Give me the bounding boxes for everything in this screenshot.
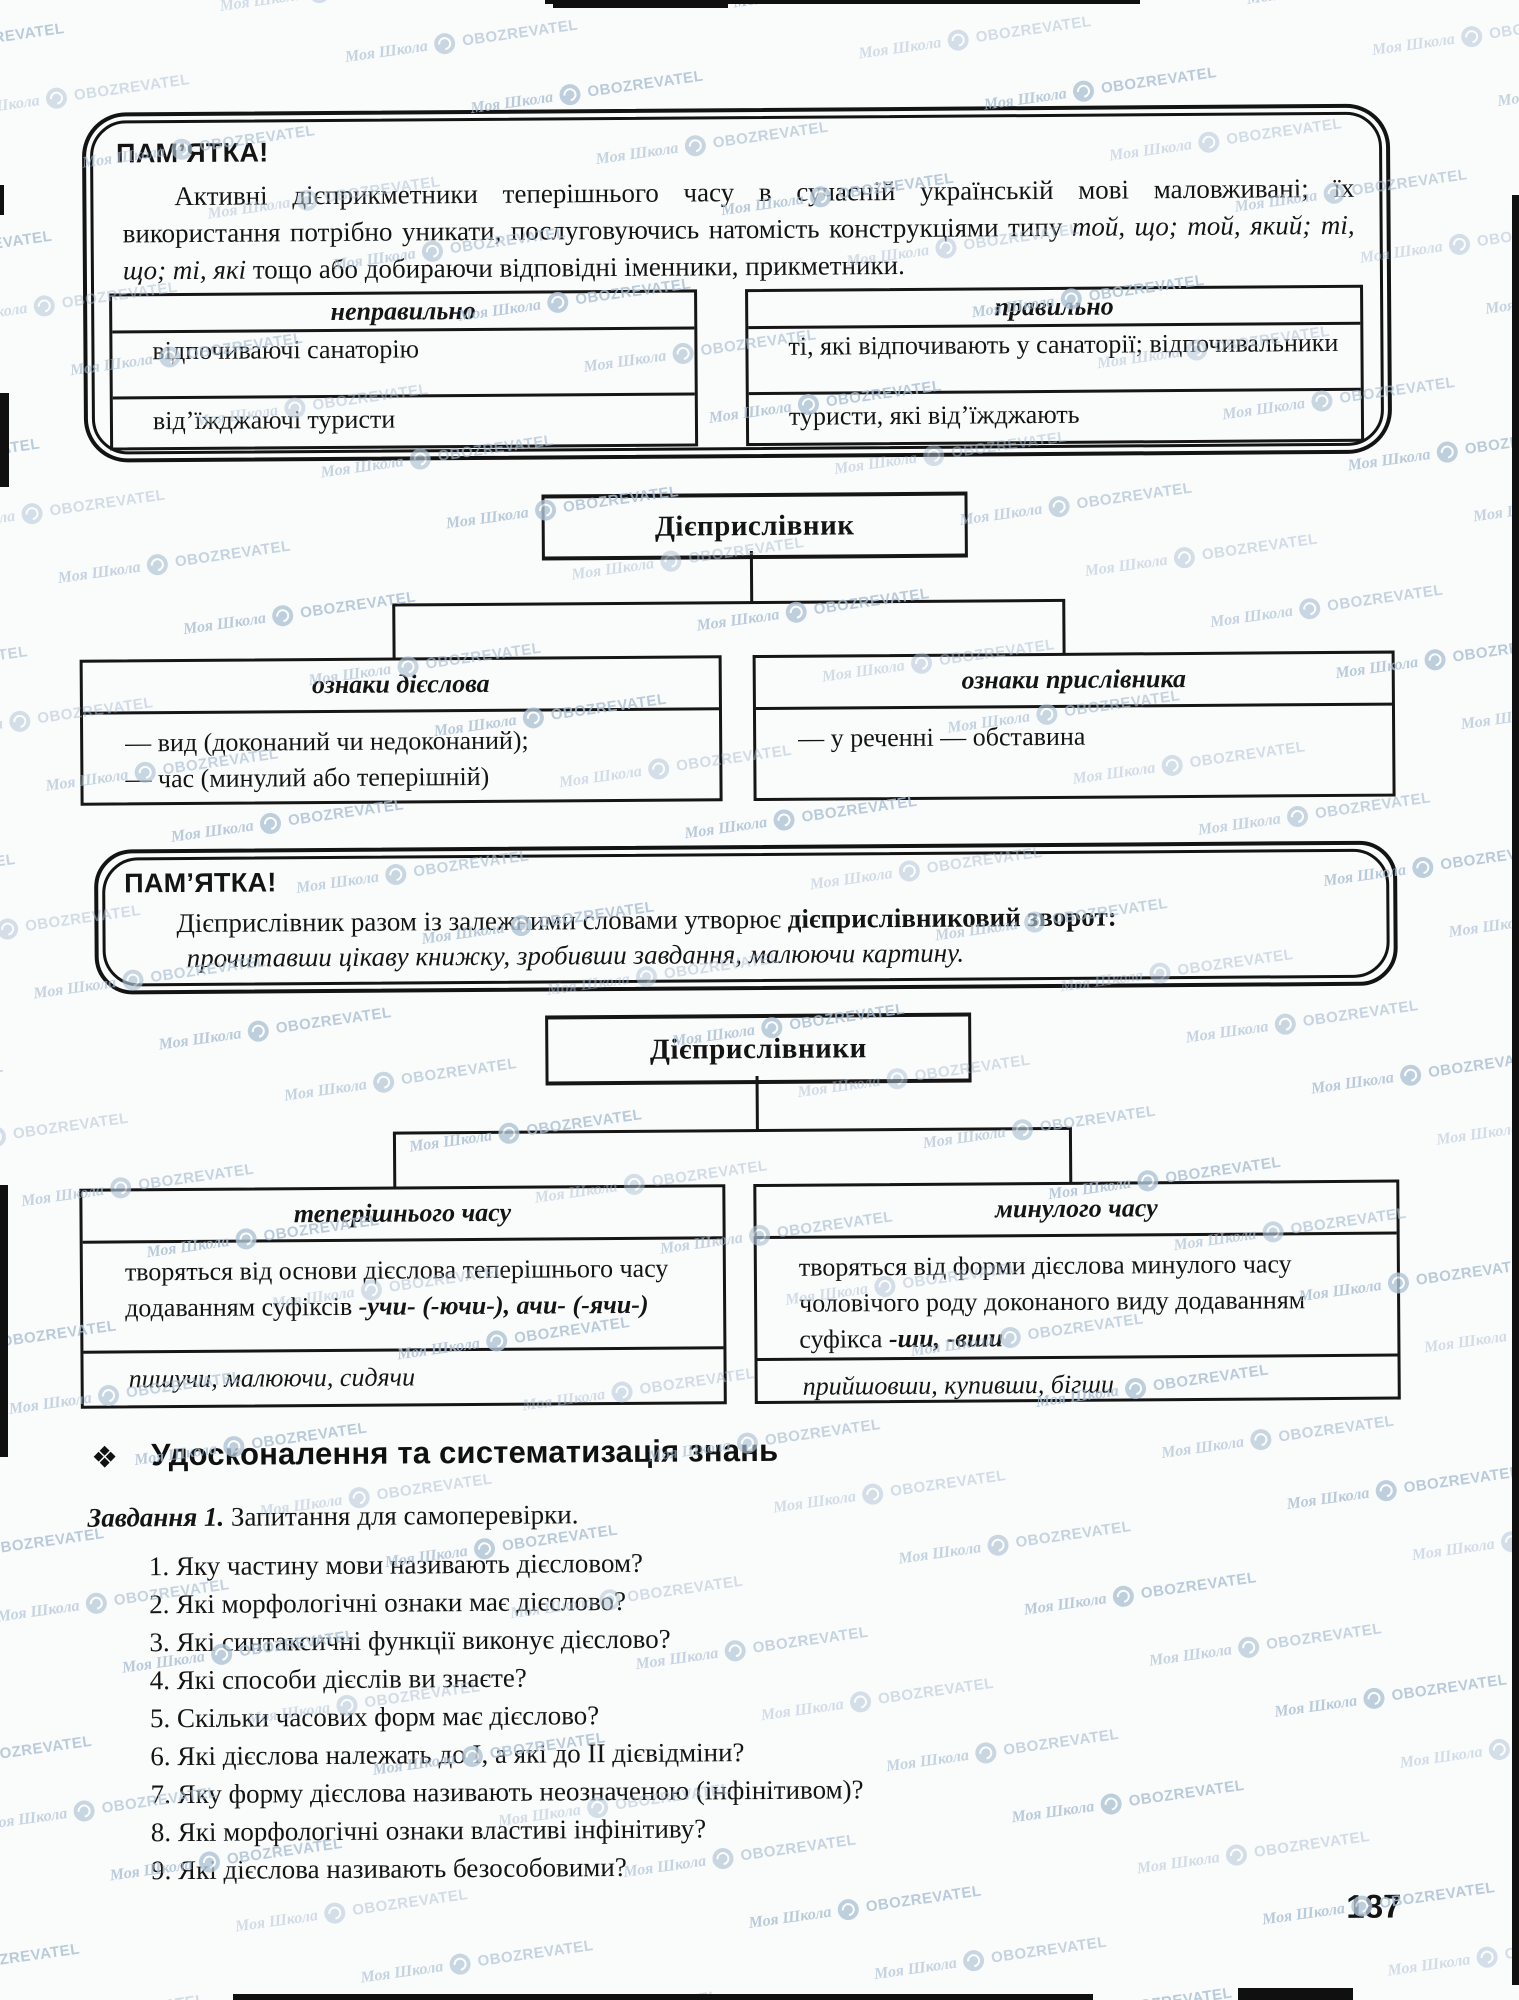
table-correct: правильно ті, які відпочивають у санатор… [745, 284, 1365, 447]
diagram2-connector [392, 1126, 1072, 1135]
diagram1-connector [749, 551, 754, 604]
diagram2-left-body-suffixes: -учи- (-ючи-), ачи- (-ячи-) [358, 1289, 649, 1321]
diagram1-right-header: ознаки прислівника [755, 653, 1392, 711]
scan-artifact [553, 0, 728, 8]
questions-list: 1. Яку частину мови називають дієсловом?… [149, 1540, 1251, 1890]
diagram1-right-line1: — у реченні — обставина [798, 721, 1086, 753]
memo1-title: ПАМ’ЯТКА! [115, 137, 269, 169]
table-row: від’їжджаючі туристи [152, 404, 396, 436]
scan-artifact [0, 393, 9, 487]
task-label: Завдання 1. [87, 1501, 225, 1533]
section-heading: Удосконалення та систематизація знань [151, 1432, 779, 1473]
table-correct-header: правильно [748, 287, 1361, 330]
task-line: Завдання 1. Запитання для самоперевірки. [87, 1499, 578, 1533]
diagram1-left-line2: — час (минулий або теперішній) [125, 761, 490, 794]
scan-artifact [545, 0, 1140, 4]
diagram1-right-body: — у реченні — обставина [756, 706, 1393, 798]
task-intro: Запитання для самоперевірки. [224, 1499, 579, 1532]
scan-artifact [0, 185, 4, 215]
diagram2-connector [1068, 1128, 1073, 1183]
memo2-bold: дієприслівниковий зворот: [787, 901, 1117, 934]
diagram1-left-header: ознаки дієслова [82, 658, 719, 715]
diagram2-connector [392, 1133, 397, 1188]
section-bullet-icon: ❖ [91, 1441, 119, 1475]
memo-box-active-participles: ПАМ’ЯТКА! Активні дієприкметники теперіш… [81, 103, 1393, 463]
table-row: туристи, які від’їжджають [788, 399, 1080, 431]
diagram2-past-tense-box: минулого часу творяться від форми дієсло… [753, 1179, 1401, 1414]
memo2-lead: Дієприслівник разом із залежними словами… [176, 903, 788, 939]
diagram2-right-body-suffixes: -ши, -вши [888, 1323, 1004, 1354]
diagram2-right-body: творяться від форми дієслова минулого ча… [757, 1235, 1398, 1358]
diagram2-left-example: пишучи, малюючи, сидячи [83, 1346, 724, 1406]
memo1-paragraph: Активні дієприкметники теперішнього часу… [122, 170, 1355, 290]
diagram2-connector [755, 1076, 759, 1132]
page-number: 187 [1346, 1887, 1402, 1925]
diagram1-root-box: Дієприслівник [541, 491, 968, 561]
memo-box-adverbial-phrase: ПАМ’ЯТКА! Дієприслівник разом із залежни… [93, 840, 1398, 995]
diagram2-right-example: прийшовши, купивши, бігши [757, 1353, 1398, 1414]
diagram2-present-tense-box: теперішнього часу творяться від основи д… [79, 1184, 727, 1409]
table-row: відпочиваючі санаторію [112, 329, 695, 400]
scan-artifact [1238, 1988, 1353, 2000]
diagram2-left-header: теперішнього часу [82, 1187, 723, 1244]
table-incorrect: неправильно відпочиваючі санаторію від’ї… [109, 289, 699, 451]
diagram1-left-body: — вид (доконаний чи недоконаний); — час … [83, 710, 720, 802]
diagram1-connector [1062, 600, 1066, 654]
diagram2-right-header: минулого часу [756, 1182, 1397, 1240]
question-item: 9. Які дієслова називають безособовими? [150, 1851, 627, 1886]
table-row: ті, які відпочивають у санаторії; відпоч… [748, 324, 1361, 396]
diagram1-verb-features-box: ознаки дієслова — вид (доконаний чи недо… [79, 655, 723, 806]
scan-artifact [233, 1994, 1093, 2000]
memo2-title: ПАМ’ЯТКА! [124, 867, 277, 899]
diagram1-connector [392, 598, 1066, 607]
diagram1-adverb-features-box: ознаки прислівника — у реченні — обстави… [752, 650, 1396, 802]
diagram1-left-line1: — вид (доконаний чи недоконаний); [125, 725, 529, 758]
table-incorrect-header: неправильно [112, 292, 695, 334]
memo1-paragraph-tail: тощо або добираючи відповідні іменники, … [245, 249, 905, 285]
diagram1-connector [392, 605, 396, 659]
diagram2-right-body-lead: творяться від форми дієслова минулого ча… [798, 1249, 1306, 1354]
scan-artifact [1512, 195, 1519, 1985]
diagram2-left-body: творяться від основи дієслова теперішньо… [83, 1239, 724, 1350]
scan-artifact [0, 1185, 8, 1457]
diagram2-root-box: Дієприслівники [545, 1012, 972, 1086]
